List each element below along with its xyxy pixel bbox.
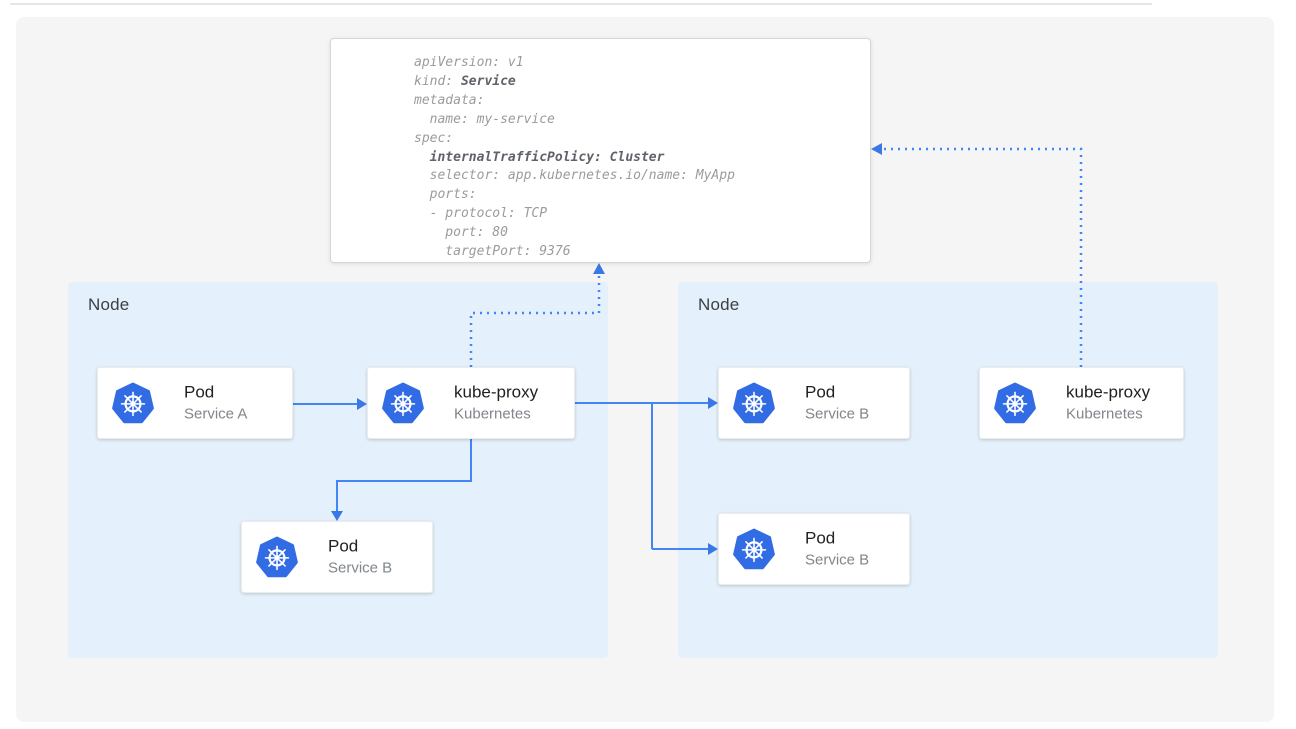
node-label: Node (698, 295, 740, 314)
box-title: Pod (805, 528, 836, 548)
code-line: ports: (414, 187, 477, 203)
kubernetes-icon-wrap (732, 527, 776, 571)
kubernetes-icon (256, 536, 298, 578)
kubernetes-icon (733, 382, 775, 424)
code-line: metadata: (414, 92, 485, 108)
code-line: apiVersion: v1 (414, 55, 524, 70)
kubernetes-icon-wrap (111, 381, 155, 425)
box-title: Pod (328, 536, 359, 556)
kubernetes-icon (382, 382, 424, 424)
code-line: targetPort: 9376 (414, 244, 571, 260)
box-subtitle: Service A (184, 405, 248, 423)
box-subtitle: Kubernetes (1066, 405, 1143, 423)
box-title: kube-proxy (1066, 382, 1151, 402)
page-top-divider (10, 3, 1152, 5)
box-title: Pod (184, 382, 215, 402)
box-title: kube-proxy (454, 382, 539, 402)
service-yaml-card: apiVersion: v1 kind: Service metadata: nam… (330, 38, 871, 263)
box-subtitle: Service B (805, 405, 870, 423)
code-line: - protocol: TCP (414, 206, 548, 222)
kubernetes-icon (994, 382, 1036, 424)
kubernetes-icon-wrap (993, 381, 1037, 425)
box-subtitle: Kubernetes (454, 405, 531, 423)
node-label: Node (88, 295, 130, 314)
code-line: kind: Service (414, 73, 516, 89)
code-line: port: 80 (414, 225, 508, 241)
kubernetes-icon-wrap (381, 381, 425, 425)
code-line: name: my-service (414, 111, 555, 127)
kubernetes-icon-wrap (255, 535, 299, 579)
yaml-code: apiVersion: v1 kind: Service metadata: nam… (414, 54, 870, 262)
box-title: Pod (805, 382, 836, 402)
code-line: selector: app.kubernetes.io/name: MyApp (414, 168, 735, 184)
box-subtitle: Service B (328, 559, 393, 577)
kubernetes-icon-wrap (732, 381, 776, 425)
box-subtitle: Service B (805, 551, 870, 569)
code-line: spec: (414, 130, 454, 146)
code-line: internalTrafficPolicy: Cluster (429, 149, 665, 165)
kubernetes-icon (733, 528, 775, 570)
kubernetes-icon (112, 382, 154, 424)
